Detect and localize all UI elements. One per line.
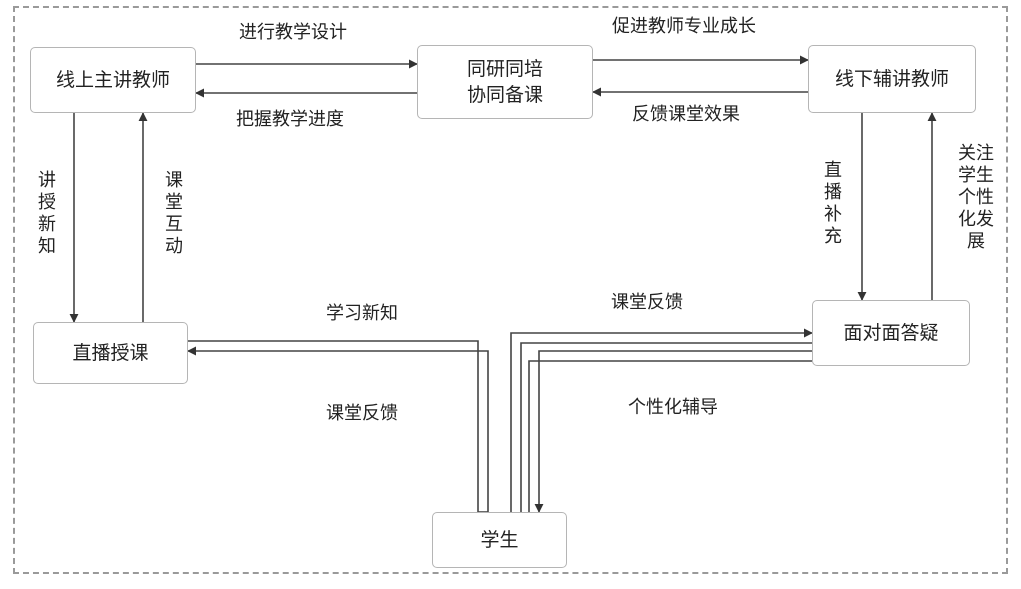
label-grasp-progress: 把握教学进度 — [236, 109, 344, 130]
label-design-teaching: 进行教学设计 — [239, 22, 347, 43]
label-promote-growth: 促进教师专业成长 — [612, 16, 756, 37]
label-teach-new: 讲授新知 — [38, 170, 56, 257]
label-focus-development: 关注学生个性化发展 — [958, 143, 994, 252]
label-learn-new: 学习新知 — [326, 303, 398, 324]
arrow-learn-new — [187, 340, 489, 513]
node-co-prep: 同研同培 协同备课 — [417, 45, 593, 119]
label-class-feedback-left: 课堂反馈 — [326, 403, 398, 424]
node-online-teacher: 线上主讲教师 — [30, 47, 196, 113]
node-live-lecture: 直播授课 — [33, 322, 188, 384]
node-face-qa: 面对面答疑 — [812, 300, 970, 366]
arrow-personal-tutoring — [528, 350, 812, 513]
label-class-interaction: 课堂互动 — [165, 170, 183, 257]
label-live-supplement: 直播补充 — [824, 160, 842, 247]
node-offline-teacher: 线下辅讲教师 — [808, 45, 976, 113]
label-feedback-effect: 反馈课堂效果 — [632, 104, 740, 125]
node-students: 学生 — [432, 512, 567, 568]
label-class-feedback-right: 课堂反馈 — [611, 292, 683, 313]
dashed-border-frame — [13, 6, 1008, 574]
arrow-class-feedback-right — [510, 328, 813, 512]
label-personal-tutoring: 个性化辅导 — [628, 397, 718, 418]
